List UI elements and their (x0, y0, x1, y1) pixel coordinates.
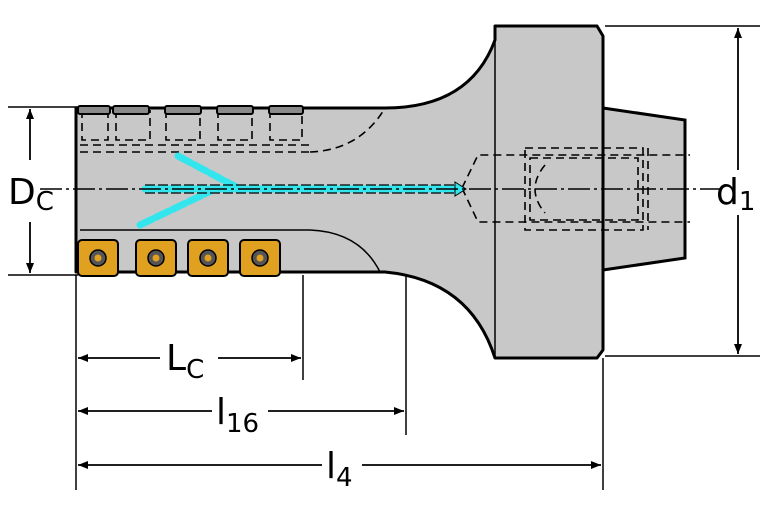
l16-label: l16 (216, 392, 259, 439)
dimension-lines (26, 28, 742, 469)
l4-label: l4 (326, 446, 353, 493)
dimension-labels: DC d1 LC l16 l4 (8, 172, 755, 493)
insert-3 (187, 239, 229, 277)
top-inserts (77, 105, 304, 115)
inner-contour (80, 229, 381, 273)
extension-lines (8, 25, 760, 490)
insert-1 (77, 239, 119, 277)
cutting-inserts (77, 239, 281, 277)
insert-2 (135, 239, 177, 277)
insert-4 (239, 239, 281, 277)
d1-label: d1 (716, 172, 755, 217)
dc-label: DC (8, 172, 54, 217)
lc-label: LC (166, 338, 204, 385)
